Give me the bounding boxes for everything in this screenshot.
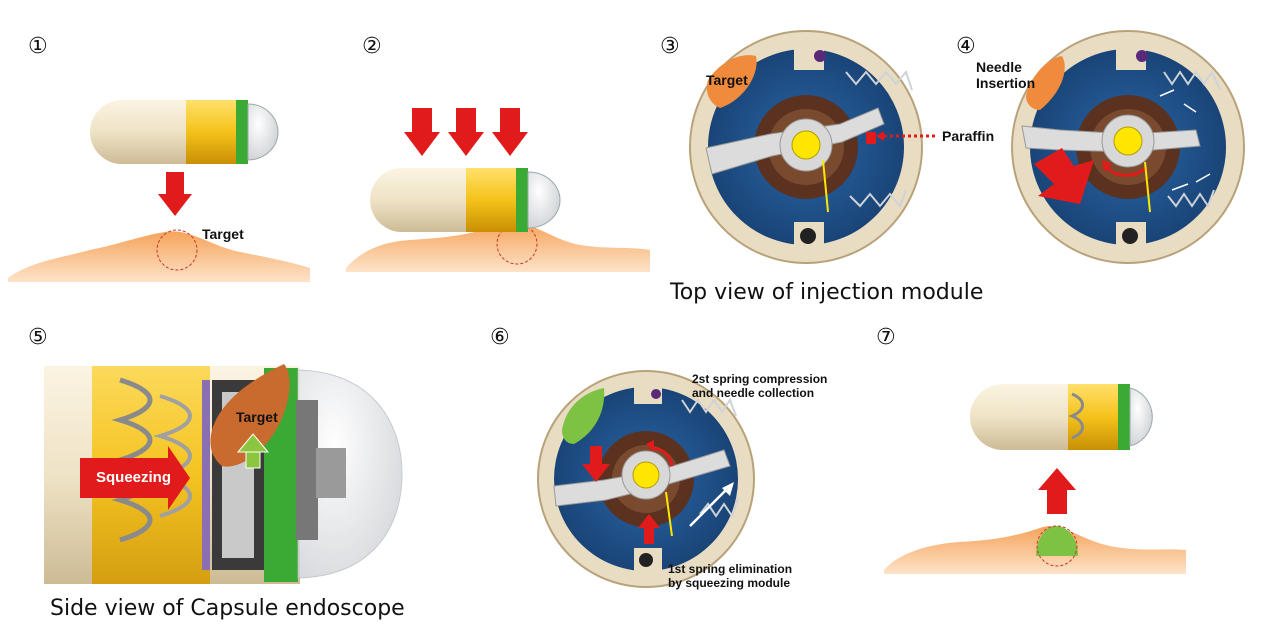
step-number-6: ⑥ bbox=[490, 325, 510, 350]
down-arrow-1 bbox=[158, 172, 192, 216]
top-view-caption: Top view of injection module bbox=[670, 280, 984, 305]
down-arrow-2a bbox=[404, 108, 440, 156]
panel-3 bbox=[689, 30, 936, 264]
capsule-1 bbox=[90, 100, 279, 164]
down-arrow-2c bbox=[492, 108, 528, 156]
target-circle-1 bbox=[156, 229, 198, 271]
green-drug-7 bbox=[1036, 526, 1078, 556]
needle-insertion-label: Needle Insertion bbox=[976, 59, 1036, 91]
panel-7 bbox=[884, 384, 1186, 574]
up-arrow-6 bbox=[638, 514, 660, 544]
insertion-arrow bbox=[1034, 148, 1094, 204]
paraffin-label: Paraffin bbox=[942, 128, 995, 144]
step-number-2: ② bbox=[362, 34, 382, 59]
step-number-5: ⑤ bbox=[28, 325, 48, 350]
target-label-3: Target bbox=[706, 72, 748, 88]
tissue-1 bbox=[8, 231, 310, 282]
up-arrow-7 bbox=[1038, 468, 1076, 514]
squeezing-arrow bbox=[80, 446, 190, 510]
step-number-1: ① bbox=[28, 34, 48, 59]
drug-blob-6 bbox=[562, 388, 605, 444]
target-blob-4 bbox=[1026, 56, 1065, 110]
step-number-7: ⑦ bbox=[876, 325, 896, 350]
panel-4 bbox=[1011, 30, 1245, 264]
panel-2 bbox=[346, 108, 650, 272]
panel-5 bbox=[44, 364, 403, 584]
side-view-caption: Side view of Capsule endoscope bbox=[50, 596, 405, 621]
target-label-5: Target bbox=[236, 409, 278, 425]
paraffin-block bbox=[866, 132, 876, 144]
rotation-arrow-4 bbox=[1104, 165, 1147, 177]
spring1-label: 1st spring elimination by squeezing modu… bbox=[668, 562, 793, 590]
down-arrow-6 bbox=[582, 446, 610, 482]
capsule-2 bbox=[370, 168, 561, 232]
tissue-2 bbox=[346, 222, 650, 272]
step-number-3: ③ bbox=[660, 34, 680, 59]
down-arrow-2b bbox=[448, 108, 484, 156]
target-blob-3 bbox=[706, 55, 757, 108]
tissue-7 bbox=[884, 526, 1186, 574]
panel-6 bbox=[537, 370, 755, 588]
panel-1 bbox=[8, 100, 310, 282]
squeezing-label: Squeezing bbox=[96, 469, 172, 486]
target-circle-7 bbox=[1036, 525, 1078, 567]
step-number-4: ④ bbox=[956, 34, 976, 59]
target-circle-2 bbox=[496, 223, 538, 265]
target-blob-5 bbox=[210, 364, 290, 467]
spring2-label: 2st spring compression and needle collec… bbox=[692, 372, 828, 400]
capsule-7 bbox=[970, 384, 1153, 450]
up-arrow-green bbox=[236, 433, 270, 469]
target-label-1: Target bbox=[202, 226, 244, 242]
